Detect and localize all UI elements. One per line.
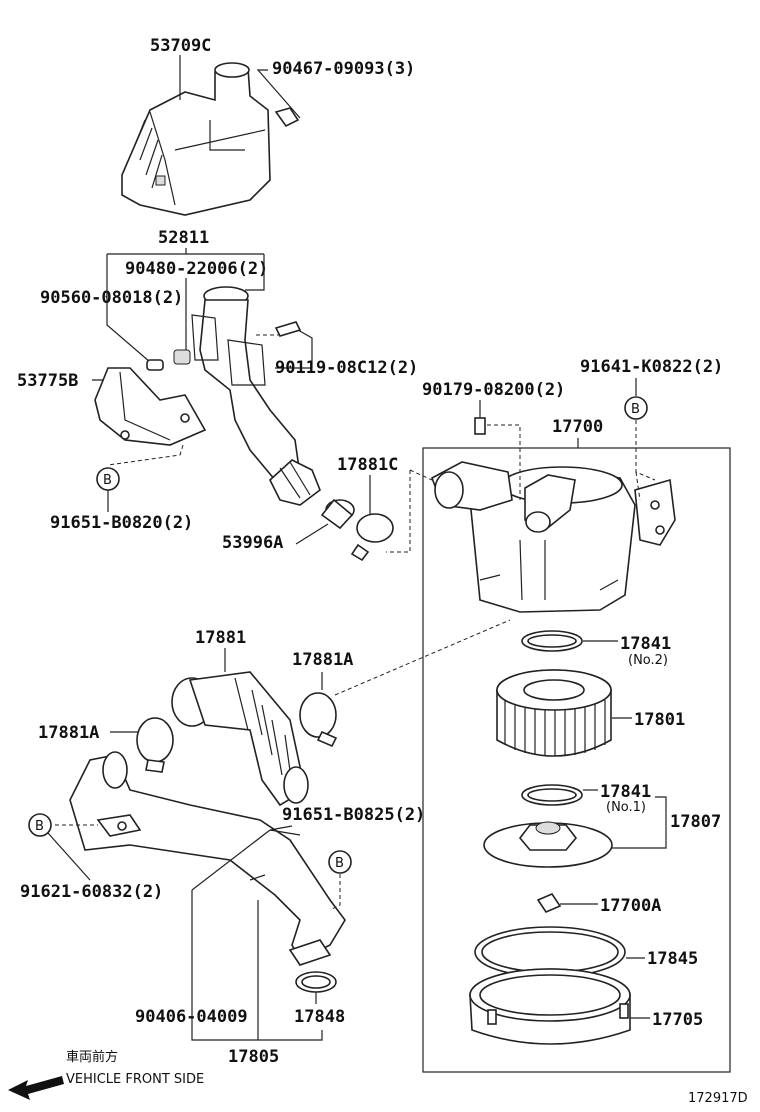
label-53996a: 53996A <box>222 533 283 553</box>
label-17807: 17807 <box>670 812 721 832</box>
intake-pipe-52811-drawing <box>191 286 301 481</box>
label-91651-b0825: 91651-B0825(2) <box>282 805 425 825</box>
filter-element-17801-drawing <box>496 669 612 757</box>
label-90119: 90119-08C12(2) <box>275 358 418 378</box>
label-17881: 17881 <box>195 628 246 648</box>
label-17700: 17700 <box>552 417 603 437</box>
hose-17881-drawing <box>171 671 309 807</box>
wingnut-17700a-drawing <box>536 893 562 913</box>
clamp-17881a-top-drawing <box>299 692 338 748</box>
ref-b-left-lower: B <box>35 819 44 834</box>
ref-b-top-right-circle <box>624 396 648 420</box>
label-no1: (No.1) <box>606 800 646 815</box>
label-17845: 17845 <box>647 949 698 969</box>
gasket-17848-drawing <box>295 971 337 993</box>
label-90560: 90560-08018(2) <box>40 288 183 308</box>
bolt-90467-drawing <box>274 107 300 128</box>
label-17700a: 17700A <box>600 896 661 916</box>
bolt-90560-drawing <box>146 359 164 371</box>
case-17705-drawing <box>469 968 631 1045</box>
figure-id: 172917D <box>688 1091 748 1106</box>
label-90480: 90480-22006(2) <box>125 259 268 279</box>
label-91641: 91641-K0822(2) <box>580 357 723 377</box>
clamp-17881a-left-drawing <box>136 717 174 773</box>
label-53775b: 53775B <box>17 371 78 391</box>
label-17841-no1: 17841 <box>600 782 651 802</box>
clip-90179-drawing <box>474 417 486 435</box>
label-91651-b0820: 91651-B0820(2) <box>50 513 193 533</box>
label-53709c: 53709C <box>150 36 211 56</box>
label-17805: 17805 <box>228 1047 279 1067</box>
ref-b-left-lower-circle <box>28 813 52 837</box>
bracket-53775b-drawing <box>94 367 207 446</box>
gasket-17841-no2-drawing <box>521 630 583 652</box>
ref-b-lower-right: B <box>335 856 344 871</box>
clamp-17881c-drawing <box>350 513 394 562</box>
label-17801: 17801 <box>634 710 685 730</box>
label-90179: 90179-08200(2) <box>422 380 565 400</box>
cap-17807-drawing <box>483 821 613 868</box>
label-17881a-top: 17881A <box>292 650 353 670</box>
bolt-90119-drawing <box>274 321 302 337</box>
ref-b-lower-right-circle <box>328 850 352 874</box>
label-52811: 52811 <box>158 228 209 248</box>
sleeve-53996a-drawing <box>320 498 355 530</box>
label-91621: 91621-60832(2) <box>20 882 163 902</box>
ref-b-top-right: B <box>631 402 640 417</box>
front-label-en: VEHICLE FRONT SIDE <box>66 1072 204 1087</box>
air-duct-17805-drawing <box>69 751 346 966</box>
front-label-jp: 車両前方 <box>66 1049 118 1065</box>
label-17841-no2: 17841 <box>620 634 671 654</box>
assembly-17700-frame <box>422 447 731 1073</box>
label-90406: 90406-04009 <box>135 1007 248 1027</box>
label-17705: 17705 <box>652 1010 703 1030</box>
part-53709c-drawing <box>121 62 271 216</box>
label-no2: (No.2) <box>628 653 668 668</box>
label-90467: 90467-09093(3) <box>272 59 415 79</box>
label-17848: 17848 <box>294 1007 345 1027</box>
ref-b-left: B <box>103 473 112 488</box>
air-cleaner-case-17700-drawing <box>431 461 676 613</box>
gasket-17841-no1-drawing <box>521 784 583 806</box>
front-arrow-icon <box>8 1076 64 1100</box>
label-17881c: 17881C <box>337 455 398 475</box>
nut-90480-drawing <box>173 349 191 365</box>
label-17881a-left: 17881A <box>38 723 99 743</box>
hose-upper-drawing <box>269 459 321 506</box>
